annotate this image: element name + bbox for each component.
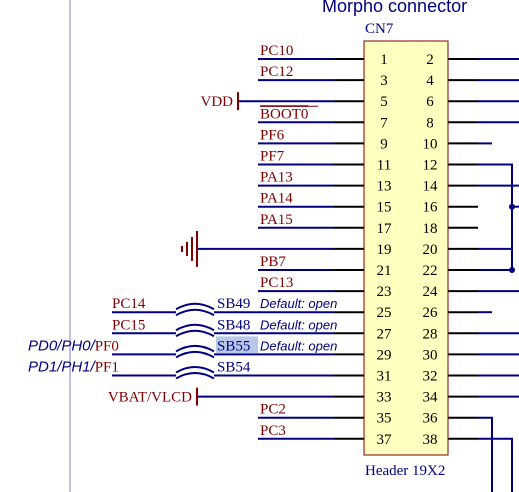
net-label: PC3 <box>260 423 286 439</box>
pin-number-31: 31 <box>377 369 392 385</box>
pin-number-5: 5 <box>380 94 388 110</box>
pin-number-20: 20 <box>423 242 438 258</box>
selection-highlight <box>216 336 258 354</box>
solder-bridge-icon <box>175 323 215 332</box>
net-label: PC15 <box>112 317 145 333</box>
solder-bridge-icon <box>175 350 215 359</box>
net-label: PA13 <box>260 170 293 186</box>
pin-number-1: 1 <box>380 52 388 68</box>
junction-dot <box>509 267 515 273</box>
power-port-label: VBAT/VLCD <box>108 390 192 406</box>
pins-layer: 1357911131517192123252729313335372468101… <box>334 52 478 448</box>
pin-number-30: 30 <box>423 347 438 363</box>
pin-number-22: 22 <box>423 263 438 279</box>
right-wire-bus-12-22 <box>478 163 513 271</box>
alternate-net-label: PD0/PH0/ <box>28 337 97 354</box>
solder-bridge-icon <box>175 344 215 353</box>
connector-title: Morpho connector <box>322 0 467 16</box>
pin-number-23: 23 <box>377 284 392 300</box>
net-label: PF0 <box>95 338 119 354</box>
pin-number-12: 12 <box>423 158 438 174</box>
net-label: PB7 <box>260 254 286 270</box>
net-label: PF1 <box>95 360 119 376</box>
solder-bridge-icon <box>175 302 215 311</box>
pin-number-15: 15 <box>377 200 392 216</box>
connector-designator: CN7 <box>365 21 394 37</box>
solder-bridge-ref: SB55 <box>217 338 250 354</box>
net-label: PC12 <box>260 64 293 80</box>
solder-bridge-note: Default: open <box>260 296 337 311</box>
pin-number-9: 9 <box>380 136 388 152</box>
solder-bridge-icon <box>175 329 215 338</box>
solder-bridge-icon <box>175 366 215 374</box>
net-label: PA15 <box>260 212 293 228</box>
net-label: PC13 <box>260 275 293 291</box>
pin-number-38: 38 <box>423 432 438 448</box>
solder-bridge-ref: SB49 <box>217 296 250 312</box>
pin-number-8: 8 <box>426 115 434 131</box>
pin-number-4: 4 <box>426 73 434 89</box>
pin-number-36: 36 <box>423 411 439 427</box>
pin-number-7: 7 <box>380 115 388 131</box>
net-label: PC14 <box>112 296 146 312</box>
pin-number-37: 37 <box>377 432 393 448</box>
pin-number-26: 26 <box>423 305 439 321</box>
pin-number-11: 11 <box>377 158 391 174</box>
bridge-net-label: PD0/PH0/PF0 <box>28 337 119 354</box>
net-label: PF7 <box>260 149 285 165</box>
solder-bridge-icon <box>175 308 215 317</box>
pin-number-29: 29 <box>377 347 392 363</box>
net-label: PC10 <box>260 43 293 59</box>
pin-number-35: 35 <box>377 411 392 427</box>
solder-bridge-ref: SB54 <box>217 360 251 376</box>
alternate-net-label: PD1/PH1/ <box>28 359 97 376</box>
pin-number-2: 2 <box>426 52 434 68</box>
solder-bridge-icon <box>175 372 215 380</box>
pin-number-17: 17 <box>377 221 393 237</box>
connector-body <box>363 40 449 456</box>
net-label: PA14 <box>260 191 293 207</box>
net-label: PC2 <box>260 402 286 418</box>
right-wire-pin-36 <box>478 416 493 492</box>
solder-bridge-note: Default: open <box>260 317 337 332</box>
bridge-net-label: PD1/PH1/PF1 <box>28 359 119 376</box>
junction-dot <box>509 203 515 210</box>
solder-bridge-note: Default: open <box>260 338 337 353</box>
pin-number-3: 3 <box>380 73 388 89</box>
pin-number-18: 18 <box>423 221 438 237</box>
pin-number-32: 32 <box>423 369 438 385</box>
pin-number-13: 13 <box>377 179 392 195</box>
pin-number-6: 6 <box>426 94 434 110</box>
pin-number-19: 19 <box>377 242 392 258</box>
right-wire-pin-38 <box>478 437 513 492</box>
solder-bridge-ref: SB48 <box>217 317 250 333</box>
pin-number-21: 21 <box>377 263 392 279</box>
power-port-label: VDD <box>201 94 234 110</box>
connector-value: Header 19X2 <box>365 463 445 479</box>
pin-number-34: 34 <box>423 390 439 406</box>
pin-number-28: 28 <box>423 326 438 342</box>
pin-number-33: 33 <box>377 390 392 406</box>
right-side-wires <box>478 58 519 492</box>
net-label: BOOT0 <box>260 106 308 122</box>
pin-number-16: 16 <box>423 200 439 216</box>
net-label: PF6 <box>260 127 285 143</box>
pin-number-24: 24 <box>423 284 439 300</box>
pin-number-27: 27 <box>377 326 393 342</box>
pin-number-25: 25 <box>377 305 392 321</box>
pin-number-10: 10 <box>423 136 438 152</box>
pin-number-14: 14 <box>423 179 439 195</box>
